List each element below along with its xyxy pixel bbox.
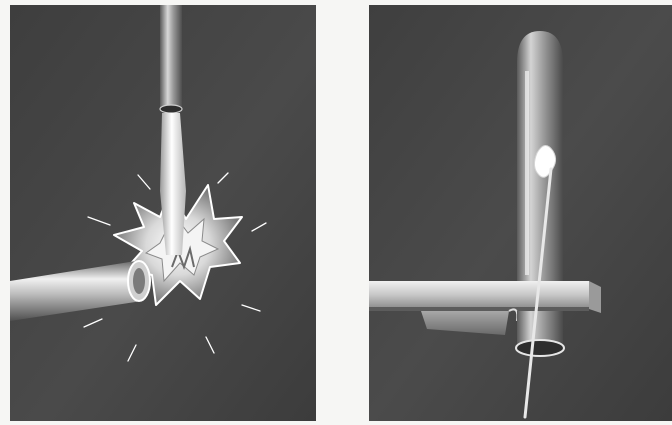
horizontal-support-bar (369, 281, 601, 313)
left-illustration-svg (10, 5, 316, 421)
left-illustration-panel (10, 5, 316, 421)
torch-nozzle (160, 5, 182, 113)
tube-bottom-ring (516, 311, 564, 356)
right-illustration-panel (369, 5, 672, 421)
right-illustration-svg (369, 5, 672, 421)
